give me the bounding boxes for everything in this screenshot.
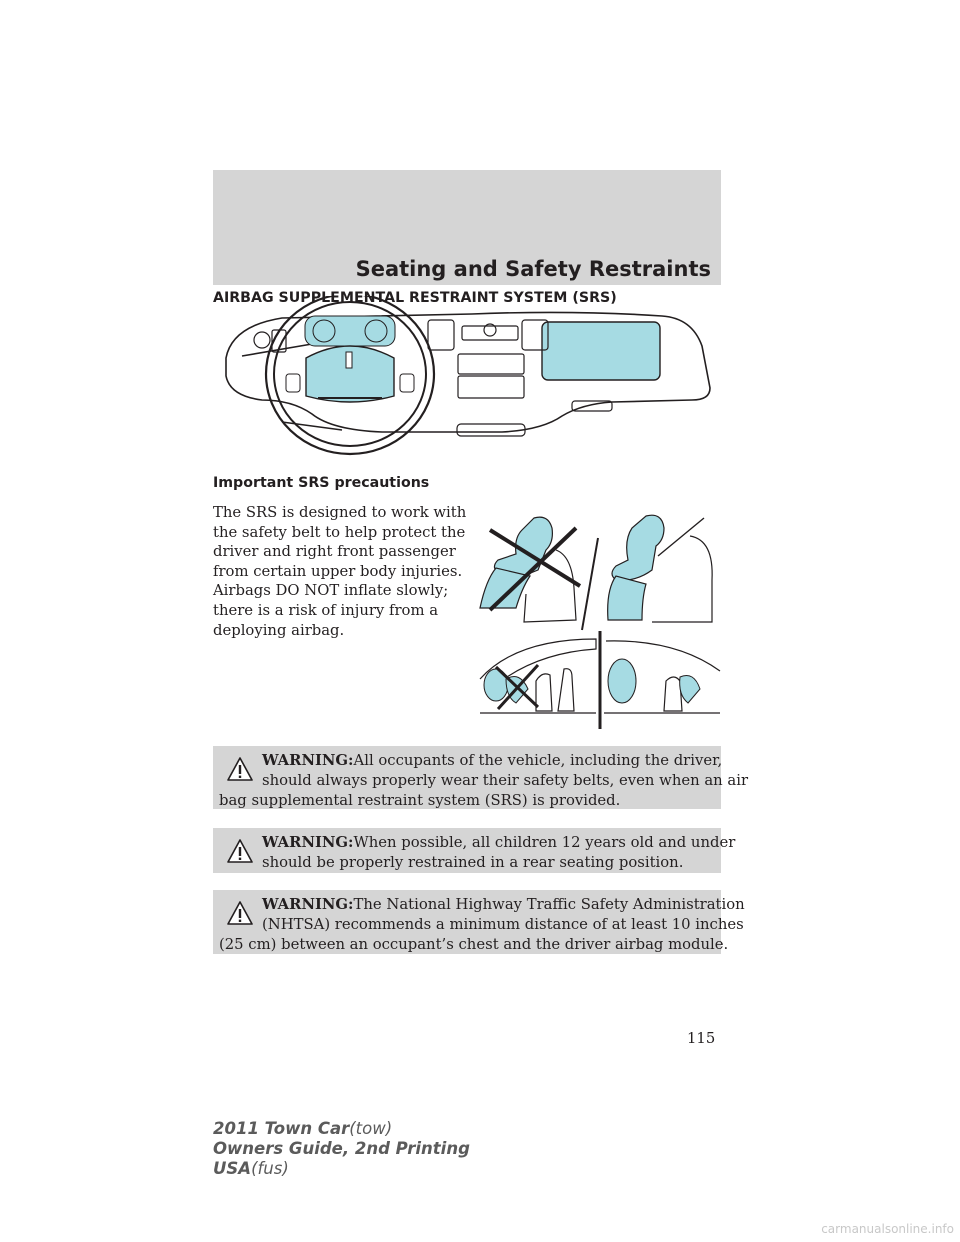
footer-market-code: (fus) xyxy=(251,1159,289,1178)
intro-line: the safety belt to help protect the xyxy=(213,523,466,541)
warning-triangle-icon xyxy=(227,839,253,863)
intro-paragraph: The SRS is designed to work with the saf… xyxy=(213,503,467,640)
intro-line: there is a risk of injury from a xyxy=(213,601,439,619)
intro-line: Airbags DO NOT inflate slowly; xyxy=(213,582,449,600)
warning-line: should be properly restrained in a rear … xyxy=(262,854,684,871)
warning-box: WARNING:When possible, all children 12 y… xyxy=(213,828,735,873)
warning-box: WARNING:The National Highway Traffic Saf… xyxy=(213,890,745,955)
warning-first-line: All occupants of the vehicle, including … xyxy=(353,752,723,769)
warning-label: WARNING: xyxy=(262,896,354,913)
warning-label: WARNING: xyxy=(262,834,354,851)
footer-guide: Owners Guide, 2nd Printing xyxy=(213,1139,470,1158)
section-header-band: Seating and Safety Restraints xyxy=(213,170,721,285)
warning-text: WARNING:The National Highway Traffic Saf… xyxy=(219,895,745,955)
intro-line: deploying airbag. xyxy=(213,621,345,639)
warning-text: WARNING:When possible, all children 12 y… xyxy=(219,833,735,873)
occupant-position-illustration xyxy=(479,514,713,631)
footer-model: 2011 Town Car xyxy=(213,1119,350,1138)
intro-line: driver and right front passenger xyxy=(213,543,456,561)
warning-first-line: When possible, all children 12 years old… xyxy=(353,834,736,851)
warning-triangle-icon xyxy=(227,757,253,781)
warning-line: (NHTSA) recommends a minimum distance of… xyxy=(262,916,744,933)
warning-line: should always properly wear their safety… xyxy=(262,772,749,789)
warning-text: WARNING:All occupants of the vehicle, in… xyxy=(219,751,749,811)
warning-label: WARNING: xyxy=(262,752,354,769)
precautions-subheading: Important SRS precautions xyxy=(213,475,430,491)
warning-triangle-icon xyxy=(227,901,253,925)
footer-market: USA xyxy=(213,1159,252,1178)
footer-model-code: (tow) xyxy=(349,1119,393,1138)
warning-line: bag supplemental restraint system (SRS) … xyxy=(219,792,621,809)
intro-line: The SRS is designed to work with xyxy=(213,504,467,521)
child-seat-illustration xyxy=(479,631,721,729)
intro-line: from certain upper body injuries. xyxy=(213,562,463,580)
footer-imprint: 2011 Town Car(tow) Owners Guide, 2nd Pri… xyxy=(213,1119,470,1179)
warning-first-line: The National Highway Traffic Safety Admi… xyxy=(353,896,745,913)
dashboard-airbag-illustration xyxy=(225,296,711,456)
warning-box: WARNING:All occupants of the vehicle, in… xyxy=(213,746,749,811)
warning-line: (25 cm) between an occupant’s chest and … xyxy=(219,936,729,953)
page-number: 115 xyxy=(687,1030,716,1047)
watermark-link[interactable]: carmanualsonline.info xyxy=(821,1222,954,1236)
section-title: Seating and Safety Restraints xyxy=(355,257,711,281)
